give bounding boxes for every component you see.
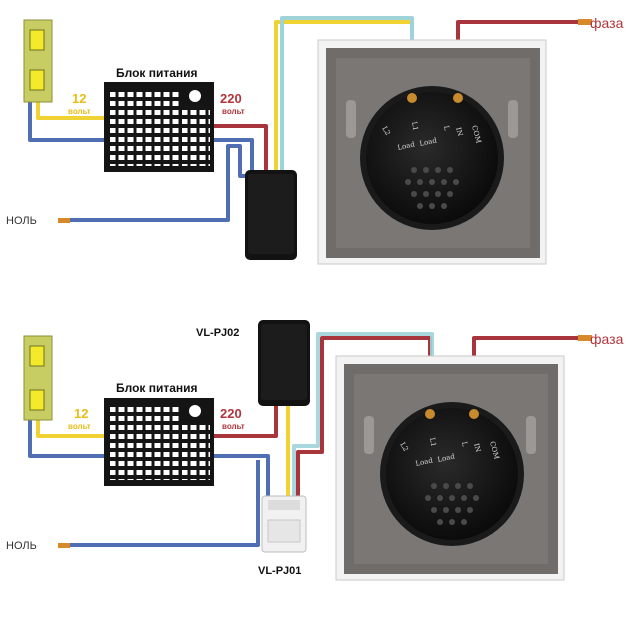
bottom-yellow-wire-12v [36, 420, 108, 438]
top-term-l1: L1 [410, 121, 419, 131]
bottom-neutral-label: НОЛЬ [6, 540, 37, 552]
top-yellow-wire-12v [36, 100, 108, 120]
bottom-psu-title: Блок питания [116, 381, 198, 395]
bottom-phase-tip [578, 335, 592, 341]
top-yellow-wire-module [274, 20, 410, 172]
top-blue-wire-led [28, 100, 108, 142]
top-switch: L2 L1 Load Load L IN COM [317, 39, 547, 265]
bottom-term-l1: L1 [428, 437, 437, 447]
top-12v-label: 12 [72, 91, 86, 106]
top-term-load2: Load [419, 136, 438, 148]
bottom-red-wire-220v [212, 402, 278, 438]
top-led-strip [23, 19, 53, 103]
bottom-term-in: IN [472, 442, 482, 453]
bottom-phase-label: фаза [590, 331, 624, 347]
top-220v-unit: вольт [222, 107, 245, 116]
bottom-pj02-module [258, 320, 310, 406]
top-power-supply [104, 82, 214, 172]
bottom-term-load1: Load [415, 456, 434, 468]
bottom-blue-wire-psu [212, 454, 270, 498]
bottom-pj02-label: VL-PJ02 [196, 327, 239, 339]
bottom-led-strip [23, 335, 53, 421]
bottom-pj01-label: VL-PJ01 [258, 565, 301, 577]
top-phase-label: фаза [590, 15, 624, 31]
top-12v-unit: вольт [68, 107, 91, 116]
bottom-cyan-wire [292, 332, 434, 498]
top-term-load1: Load [397, 140, 416, 152]
top-neutral-label: НОЛЬ [6, 215, 37, 227]
bottom-220v-unit: вольт [222, 422, 245, 431]
top-220v-label: 220 [220, 91, 242, 106]
top-psu-title: Блок питания [116, 66, 198, 80]
bottom-pj01-connector [261, 495, 307, 553]
bottom-power-supply [104, 398, 214, 486]
bottom-term-l2: L2 [398, 441, 409, 453]
bottom-blue-wire-led [28, 420, 108, 458]
bottom-term-load2: Load [437, 452, 456, 464]
bottom-term-l: L [460, 441, 469, 447]
bottom-switch: L2 L1 Load Load L IN COM [335, 355, 565, 581]
bottom-220v-label: 220 [220, 406, 242, 421]
top-blue-wire-neutral [68, 144, 262, 222]
bottom-diagram: L2 L1 Load Load L IN COM Блок питания 12… [6, 320, 624, 581]
top-switch-holes [405, 167, 459, 209]
top-diagram: L2 L1 Load Load L IN COM Блок питания 12… [6, 15, 624, 265]
top-term-l2: L2 [380, 125, 391, 137]
bottom-switch-holes [425, 483, 479, 525]
top-phase-tip [578, 19, 592, 25]
top-relay-module [245, 170, 297, 260]
top-term-in: IN [454, 126, 464, 137]
top-term-l: L [442, 125, 451, 131]
top-neutral-tip [58, 218, 70, 223]
bottom-12v-label: 12 [74, 406, 88, 421]
bottom-blue-wire-neutral [68, 460, 260, 547]
bottom-12v-unit: вольт [68, 422, 91, 431]
top-red-wire-220v [212, 124, 268, 172]
bottom-neutral-tip [58, 543, 70, 548]
